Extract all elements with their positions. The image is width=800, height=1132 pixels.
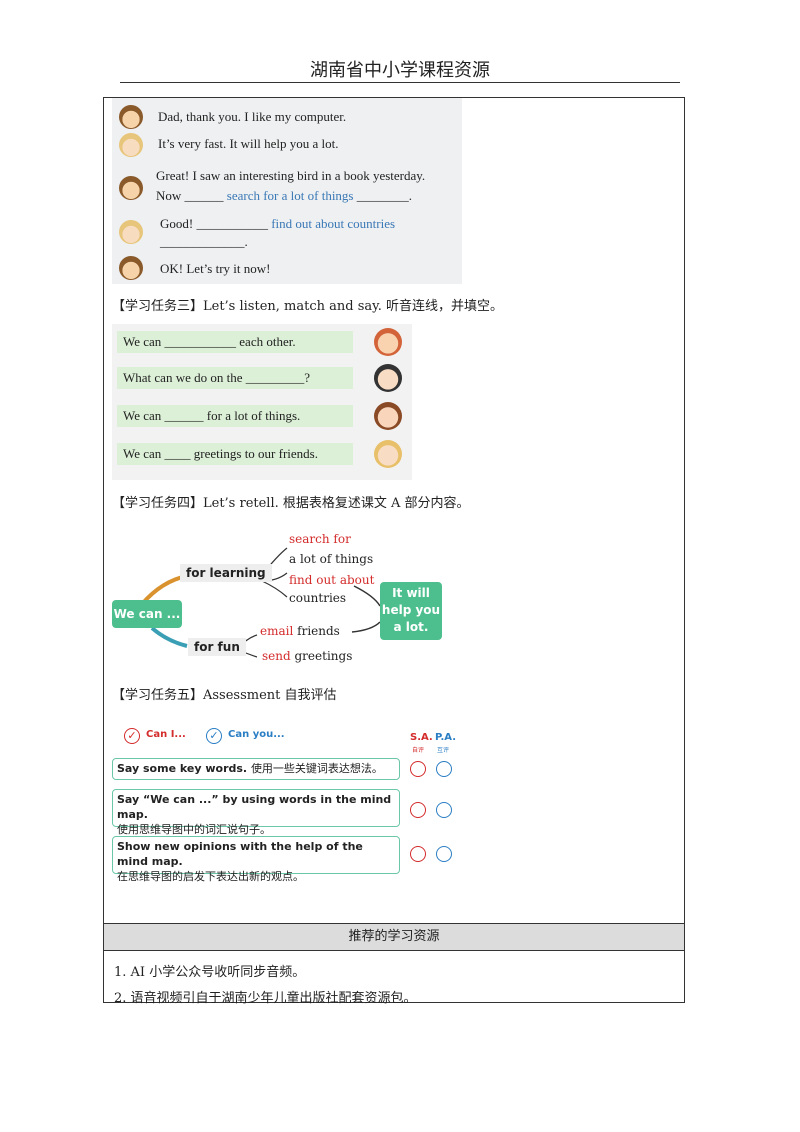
header-rule <box>120 82 680 83</box>
assessment-item-cn: 使用一些关键词表达想法。 <box>250 762 383 775</box>
can-you-label: Can you... <box>228 729 285 740</box>
match-row: We can ____ greetings to our friends. <box>117 443 353 465</box>
assessment-item-cn: 在思维导图的启发下表达出新的观点。 <box>117 870 304 883</box>
can-i-label: Can I... <box>146 729 186 740</box>
mm-fun-2-object: greetings <box>294 649 353 663</box>
self-assess-circle[interactable] <box>410 846 426 862</box>
self-assess-circle[interactable] <box>410 802 426 818</box>
dialog-illustration: Dad, thank you. I like my computer. It’s… <box>112 98 462 284</box>
mm-fun-2: send greetings <box>262 649 352 663</box>
assessment-item: Say some key words. 使用一些关键词表达想法。 <box>112 758 400 780</box>
peer-assess-circle[interactable] <box>436 802 452 818</box>
check-icon: ✓ <box>206 728 222 744</box>
section-divider <box>104 950 684 951</box>
mind-map-learning: for learning <box>180 564 272 582</box>
assessment-table: ✓ Can I... ✓ Can you... S.A. 自评 P.A. 互评 … <box>112 724 462 883</box>
mm-fun-2-verb: send <box>262 649 291 663</box>
assessment-item-en: Say some key words. <box>117 762 248 775</box>
task5-title: 【学习任务五】Assessment 自我评估 <box>112 688 337 703</box>
boy-avatar-icon <box>119 176 143 200</box>
dialog-line-4: Good! ___________ find out about countri… <box>160 216 395 232</box>
pa-label: P.A. <box>435 732 457 743</box>
dialog-line-1: Dad, thank you. I like my computer. <box>158 109 347 124</box>
boy-face-icon <box>374 364 402 392</box>
mind-map-fun: for fun <box>188 638 246 656</box>
dialog-line-3b-suffix: ________. <box>356 188 412 203</box>
mind-map-result: It will help you a lot. <box>380 582 442 640</box>
sa-sub-label: 自评 <box>412 747 425 754</box>
mind-map: We can ... for learning for fun It will … <box>112 526 452 666</box>
dialog-line-4-prefix: Good! ___________ <box>160 216 268 231</box>
dialog-line-5: OK! Let’s try it now! <box>160 261 271 276</box>
boy-avatar-icon <box>119 105 143 129</box>
resource-item: 1. AI 小学公众号收听同步音频。 <box>114 965 306 980</box>
girl-face-icon <box>374 402 402 430</box>
check-icon: ✓ <box>124 728 140 744</box>
match-row: What can we do on the _________? <box>117 367 353 389</box>
task4-title: 【学习任务四】Let’s retell. 根据表格复述课文 A 部分内容。 <box>112 496 470 511</box>
mm-fun-1-object: friends <box>297 624 340 638</box>
mm-learning-2-verb: find out about <box>289 573 375 587</box>
match-row: We can ______ for a lot of things. <box>117 405 353 427</box>
mm-learning-1-verb: search for <box>289 532 351 546</box>
dialog-line-2: It’s very fast. It will help you a lot. <box>158 136 339 151</box>
assessment-item: Show new opinions with the help of the m… <box>112 836 400 883</box>
match-exercise: We can ___________ each other. What can … <box>112 324 412 480</box>
dialog-line-3: Great! I saw an interesting bird in a bo… <box>156 168 426 183</box>
mm-learning-1-object: a lot of things <box>289 552 374 566</box>
assessment-item-en: Show new opinions with the help of the m… <box>117 840 363 868</box>
assessment-item-cn: 使用思维导图中的词汇说句子。 <box>117 823 271 836</box>
girl-face-icon <box>374 440 402 468</box>
assessment-item: Say “We can ...” by using words in the m… <box>112 789 400 836</box>
girl-face-icon <box>374 328 402 356</box>
resources-title: 推荐的学习资源 <box>104 924 684 950</box>
section-divider <box>104 923 684 924</box>
match-row: We can ___________ each other. <box>117 331 353 353</box>
page-header-title: 湖南省中小学课程资源 <box>310 60 490 81</box>
peer-assess-circle[interactable] <box>436 761 452 777</box>
boy-avatar-icon <box>119 256 143 280</box>
dialog-line-4-answer: find out about countries <box>271 216 396 231</box>
mm-learning-2-object: countries <box>289 591 347 605</box>
dialog-line-3b-answer: search for a lot of things <box>226 188 354 203</box>
mm-fun-1: email friends <box>260 624 340 638</box>
dad-avatar-icon <box>119 220 143 244</box>
pa-sub-label: 互评 <box>437 747 450 754</box>
dialog-line-3b-prefix: Now ______ <box>156 188 224 203</box>
sa-label: S.A. <box>410 732 433 743</box>
assessment-item-en: Say “We can ...” by using words in the m… <box>117 793 392 821</box>
task3-title: 【学习任务三】Let’s listen, match and say. 听音连线… <box>112 299 503 314</box>
dad-avatar-icon <box>119 133 143 157</box>
peer-assess-circle[interactable] <box>436 846 452 862</box>
content-frame: Dad, thank you. I like my computer. It’s… <box>103 97 685 1006</box>
dialog-line-3b: Now ______ search for a lot of things __… <box>156 188 412 204</box>
resource-item: 2. 语音视频引自于湖南少年儿童出版社配套资源包。 <box>114 991 417 1006</box>
self-assess-circle[interactable] <box>410 761 426 777</box>
mind-map-center: We can ... <box>112 600 182 628</box>
dialog-line-4b: _____________. <box>160 234 248 249</box>
mm-fun-1-verb: email <box>260 624 294 638</box>
